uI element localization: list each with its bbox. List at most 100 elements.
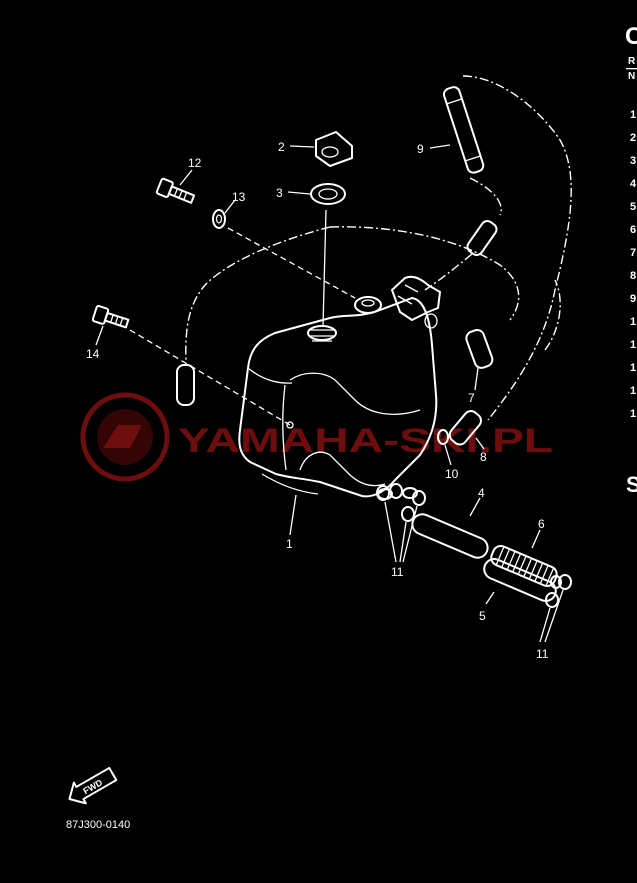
clip-11-a xyxy=(376,485,390,501)
edge-row-13: 1 xyxy=(630,385,636,397)
washer-13 xyxy=(212,209,226,229)
tank-drain xyxy=(286,421,294,429)
bolt-12-shank xyxy=(167,185,196,204)
bolt-12-thread xyxy=(173,188,188,201)
leader-4 xyxy=(469,497,481,517)
edge-header-r: R xyxy=(628,56,636,67)
leader-2 xyxy=(289,145,315,148)
sleeve-8 xyxy=(448,410,482,446)
callout-9: 9 xyxy=(417,142,424,156)
leader-10 xyxy=(444,444,452,466)
leader-6 xyxy=(531,529,541,549)
edge-row-11: 1 xyxy=(630,339,636,351)
filler-cap xyxy=(315,131,353,167)
edge-row-4: 4 xyxy=(630,178,637,190)
callout-14: 14 xyxy=(86,347,100,361)
tank-top-fitting xyxy=(354,296,382,314)
outlet-fitting-b xyxy=(402,487,418,499)
washer-outer xyxy=(310,183,346,205)
callout-7: 7 xyxy=(468,391,475,405)
tank-step xyxy=(299,451,386,487)
leader-11b-2 xyxy=(544,589,564,643)
upper-hose-2 xyxy=(424,253,473,291)
fwd-arrow-shape xyxy=(68,766,118,805)
leader-8 xyxy=(475,437,485,450)
edge-row-14: 1 xyxy=(630,408,636,420)
callout-10: 10 xyxy=(445,467,459,481)
callout-6: 6 xyxy=(538,517,545,531)
callout-12: 12 xyxy=(188,156,202,170)
hose-4 xyxy=(411,513,489,559)
sleeve-left xyxy=(176,364,195,406)
leader-3 xyxy=(287,191,311,195)
spring-6 xyxy=(490,544,558,588)
right-edge-column: C R N 1 2 3 4 5 6 7 8 9 1 1 1 1 1 S xyxy=(625,23,637,497)
clip-10-ring xyxy=(437,429,449,445)
vent-hose xyxy=(185,226,331,361)
clip-10 xyxy=(437,429,449,445)
hose-loop-lower xyxy=(544,279,561,351)
clip-11-e xyxy=(545,592,559,608)
drawing-code: 87J300-0140 xyxy=(66,819,130,831)
callout-11a: 11 xyxy=(391,565,404,579)
edge-row-9: 9 xyxy=(630,293,636,305)
tube-9 xyxy=(442,86,485,174)
clip-11-b xyxy=(389,483,403,499)
leader-11a-1 xyxy=(384,501,397,563)
tank-inner-ridge xyxy=(289,372,421,415)
washer-inner xyxy=(318,188,338,200)
clip-11-g xyxy=(550,575,562,589)
filler-neck xyxy=(307,325,337,341)
tank-bottom-line xyxy=(261,473,319,495)
leader-11b-1 xyxy=(539,607,551,643)
leader-12 xyxy=(179,169,193,186)
leader-11a-3 xyxy=(402,505,418,563)
callout-11b: 11 xyxy=(536,647,549,661)
tank-outline xyxy=(238,297,438,498)
edge-row-10: 1 xyxy=(630,316,636,328)
edge-row-3: 3 xyxy=(630,155,636,167)
edge-row-6: 6 xyxy=(630,224,636,236)
bolt-14-axis xyxy=(129,329,291,426)
hose-4-body xyxy=(411,513,489,559)
leader-lines xyxy=(95,144,564,643)
clips-11-lower xyxy=(545,574,572,608)
sleeve-7 xyxy=(465,328,494,369)
spring-6-coils xyxy=(495,546,555,587)
sleeve-upper-body xyxy=(466,220,498,256)
washer-13-outer xyxy=(212,209,226,229)
callouts: 1 2 3 4 5 6 7 8 9 10 11 11 12 13 14 xyxy=(86,140,549,661)
clip-11-c xyxy=(401,506,415,522)
edge-row-1: 1 xyxy=(630,109,636,121)
clips-11-upper xyxy=(376,483,426,522)
callout-5: 5 xyxy=(479,609,486,623)
callout-2: 2 xyxy=(278,140,285,154)
edge-row-8: 8 xyxy=(630,270,636,282)
callout-4: 4 xyxy=(478,486,485,500)
vent-hose-right xyxy=(329,226,520,321)
bracket-stud xyxy=(424,313,438,329)
bolt-12-axis xyxy=(227,227,356,299)
clip-11-d xyxy=(412,490,426,506)
bolt-12 xyxy=(155,177,196,204)
callout-3: 3 xyxy=(276,186,283,200)
leader-7 xyxy=(474,367,479,391)
oil-tank xyxy=(238,275,441,500)
edge-header-glyph: C xyxy=(625,23,637,50)
edge-header-rule xyxy=(626,68,637,70)
leader-13 xyxy=(224,199,236,214)
edge-footer-glyph: S xyxy=(626,472,637,497)
filler-neck-thread xyxy=(310,329,334,342)
sleeve-upper xyxy=(466,220,498,256)
edge-header-n: N xyxy=(628,71,635,82)
filler-cap-hole xyxy=(321,146,339,158)
watermark-logo-mark xyxy=(103,425,142,448)
clip-11-f xyxy=(558,574,572,590)
watermark: YAMAHA-SKI.PL xyxy=(80,392,553,482)
tank-bracket xyxy=(391,275,441,321)
washer xyxy=(310,183,346,205)
sleeve-7-body xyxy=(465,328,494,369)
sleeve-8-body xyxy=(448,410,482,446)
bolt-14 xyxy=(91,304,130,329)
